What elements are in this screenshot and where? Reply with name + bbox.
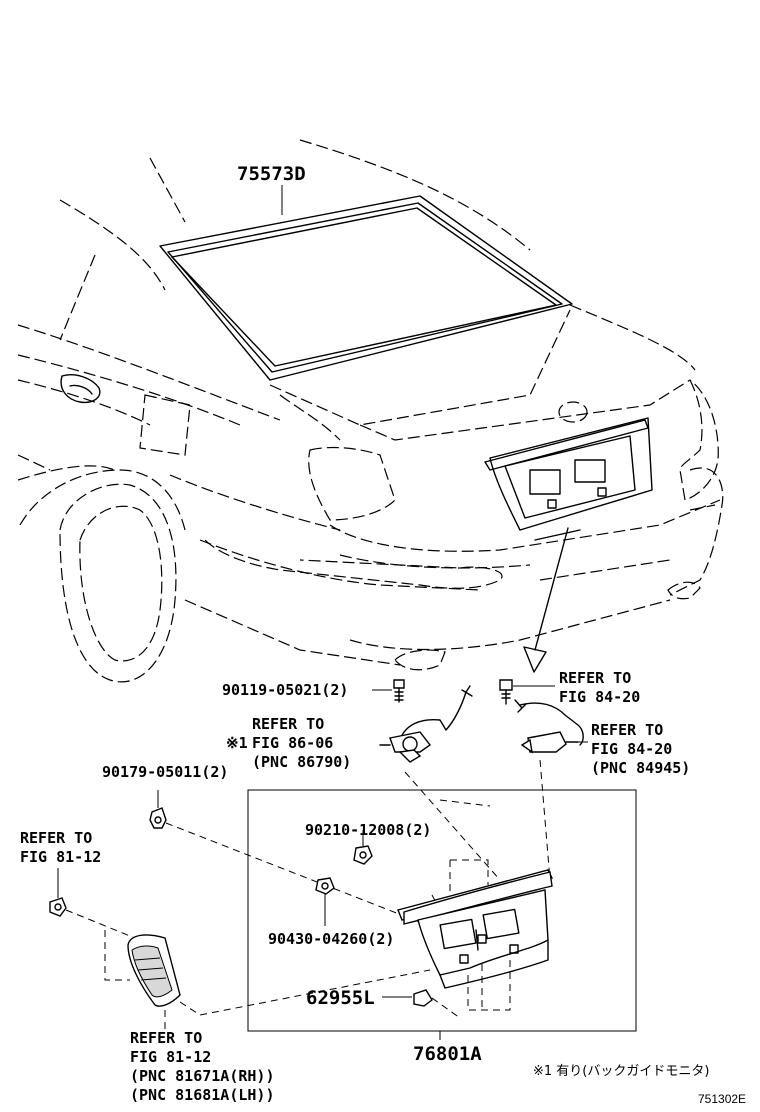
label-pnc-86790: (PNC 86790) bbox=[252, 753, 351, 771]
label-75573d: 75573D bbox=[237, 163, 306, 185]
label-fig-right-1: FIG 84-20 bbox=[559, 688, 640, 706]
camera-icon bbox=[514, 699, 584, 754]
label-refer-left-81: REFER TO bbox=[20, 829, 92, 847]
license-garnish bbox=[397, 869, 554, 989]
clip-icon bbox=[315, 877, 335, 895]
camera-icon bbox=[379, 685, 473, 763]
diagram-code: 751302E bbox=[698, 1092, 746, 1106]
label-pnc-84945: (PNC 84945) bbox=[591, 759, 690, 777]
label-refer-left-86: REFER TO bbox=[252, 715, 324, 733]
label-pnc-81671a: (PNC 81671A(RH)) bbox=[130, 1067, 275, 1085]
label-76801a: 76801A bbox=[413, 1043, 482, 1065]
car-rear-outline bbox=[17, 139, 724, 683]
label-90430: 90430-04260(2) bbox=[268, 930, 394, 948]
screw-icon bbox=[393, 679, 405, 703]
label-90179: 90179-05011(2) bbox=[102, 763, 228, 781]
clip-icon bbox=[413, 989, 433, 1007]
screw-icon bbox=[499, 679, 513, 705]
label-fig-86: FIG 86-06 bbox=[252, 734, 333, 752]
label-fig-left-81: FIG 81-12 bbox=[20, 848, 101, 866]
lamp-icon bbox=[127, 934, 181, 1007]
assembly-frame bbox=[247, 789, 637, 1032]
footnote: ※1 有り(バックガイドモニタ) bbox=[533, 1064, 709, 1079]
label-62955l: 62955L bbox=[306, 987, 375, 1009]
label-fig-right-2: FIG 84-20 bbox=[591, 740, 672, 758]
clip-icon bbox=[353, 845, 373, 865]
clip-icon bbox=[49, 897, 67, 917]
arrow-down-icon bbox=[523, 527, 569, 673]
label-pnc-81681a: (PNC 81681A(LH)) bbox=[130, 1086, 275, 1104]
label-90119: 90119-05021(2) bbox=[222, 681, 348, 699]
label-refer-right-1: REFER TO bbox=[559, 669, 631, 687]
label-refer-right-2: REFER TO bbox=[591, 721, 663, 739]
label-refer-bottom: REFER TO bbox=[130, 1029, 202, 1047]
clip-icon bbox=[149, 807, 167, 829]
label-fig-bottom: FIG 81-12 bbox=[130, 1048, 211, 1066]
label-mark-86: ※1 bbox=[226, 734, 248, 752]
label-90210: 90210-12008(2) bbox=[305, 821, 431, 839]
